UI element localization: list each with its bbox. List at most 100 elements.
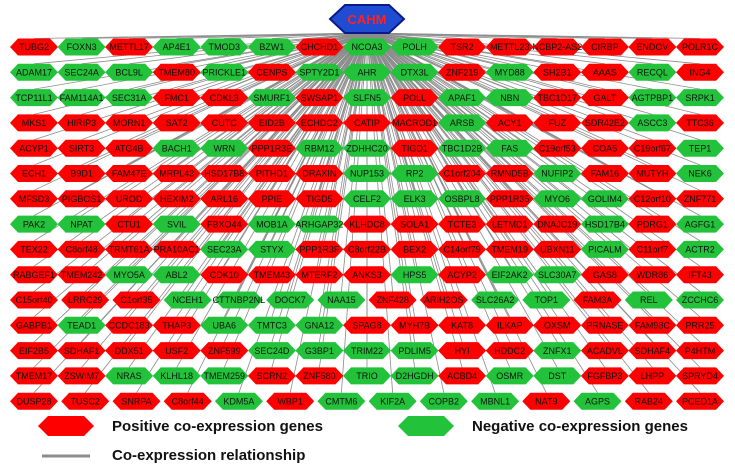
positive-gene-hexagon [343,215,391,233]
gene-label: CMTM6 [325,396,357,406]
gene-label: DST [548,371,567,381]
gene-node-mettl17: METTL17 [105,38,154,56]
gene-label: TSR2 [451,42,474,52]
gene-node-hddc2: HDDC2 [485,342,534,360]
gene-label: MYH7B [399,321,430,331]
gene-label: SLC26A2 [476,295,515,305]
coexpression-edge [366,32,463,343]
gene-node-c8orf22b: C8orf22B [343,240,391,258]
coexpression-edge [366,32,701,65]
gene-label: KLHDC8 [349,219,385,229]
positive-gene-hexagon [580,89,629,107]
coexpression-edge [319,32,368,368]
gene-label: SLFN5 [353,93,381,103]
negative-gene-hexagon [628,89,677,107]
gene-label: MBNL1 [480,396,510,406]
gene-label: PCED1A [682,396,718,406]
coexpression-edge [33,32,368,343]
positive-gene-hexagon [390,316,439,334]
gene-label: TRIM22 [351,346,383,356]
positive-gene-hexagon [676,63,724,81]
gene-node-pdrg1: PDRG1 [628,215,677,233]
coexpression-edge [319,32,368,216]
negative-gene-hexagon [295,215,344,233]
gene-node-eid2b: EID2B [247,114,296,132]
positive-gene-hexagon [676,266,724,284]
gene-node-wrn: WRN [200,139,249,157]
gene-node-golim4: GOLIM4 [580,190,629,208]
positive-gene-hexagon [485,114,534,132]
gene-label: HPS5 [403,270,427,280]
gene-node-aaas: AAAS [580,63,629,81]
gene-label: PRNASE [586,321,623,331]
gene-node-arl16: ARL16 [200,190,249,208]
gene-label: SDHAF1 [64,346,100,356]
gene-label: HIRIP3 [67,118,96,128]
gene-node-mks1: MKS1 [10,114,58,132]
gene-node-bach1: BACH1 [152,139,201,157]
gene-node-abl2: ABL2 [152,266,201,284]
gene-label: CIRBP [591,42,619,52]
gene-node-picalm: PICALM [580,240,629,258]
coexpression-edge [33,32,368,65]
gene-node-ncbp2-as2: NCBP2-AS2 [532,38,582,56]
negative-gene-hexagon [266,291,315,309]
positive-gene-hexagon [105,38,154,56]
gene-node-mbnl1: MBNL1 [471,392,520,410]
coexpression-edge [238,32,368,393]
gene-node-znfx1: ZNFX1 [533,342,582,360]
positive-gene-hexagon [676,316,724,334]
gene-label: AGFG1 [685,219,716,229]
gene-label: RABGEF1 [13,270,55,280]
gene-node-klhl18: KLHL18 [152,367,201,385]
gene-label: TRMT61A [109,245,150,255]
gene-node-mettl23: METTL23 [485,38,534,56]
coexpression-edge [366,32,701,343]
gene-node-cirbp: CIRBP [580,38,629,56]
gene-node-bcl9l: BCL9L [105,63,154,81]
gene-node-c12orf10: C12orf10 [628,190,677,208]
gene-label: KDM5A [223,396,254,406]
gene-node-tubg2: TUBG2 [10,38,58,56]
gene-label: C14orf79 [444,245,481,255]
gene-node-thap3: THAP3 [152,316,201,334]
gene-node-pra10ac1: PRA10AC1 [152,240,201,258]
gene-label: C19orf67 [634,143,671,153]
gene-label: FOXN3 [67,42,97,52]
positive-gene-hexagon [247,139,296,157]
gene-node-pithd1: PITHD1 [247,165,296,182]
positive-gene-hexagon [247,266,296,284]
negative-gene-hexagon [676,215,724,233]
gene-label: KLHL18 [160,371,193,381]
gene-label: TUBG2 [19,42,49,52]
gene-label: LETMD1 [492,219,528,229]
positive-gene-hexagon [580,38,629,56]
negative-gene-hexagon [438,89,487,107]
gene-node-rbm12: RBM12 [295,139,344,157]
gene-label: C12orf10 [634,194,671,204]
gene-node-mfsd3: MFSD3 [10,190,58,208]
gene-label: ZNF428 [376,295,409,305]
gene-label: TUSC2 [70,396,100,406]
positive-gene-hexagon [628,190,677,208]
negative-gene-hexagon [152,266,201,284]
gene-label: D2HGDH [396,371,434,381]
gene-node-rel: REL [624,291,673,309]
gene-node-oxsm: OXSM [533,316,582,334]
gene-label: RBM12 [304,143,334,153]
gene-node-lhpp: LHPP [628,367,677,385]
positive-gene-hexagon [485,38,534,56]
negative-gene-hexagon [390,38,439,56]
negative-gene-hexagon [676,291,724,309]
gene-node-polh: POLH [390,38,439,56]
gene-node-naa15: NAA15 [317,291,366,309]
positive-gene-hexagon [57,367,106,385]
gene-node-nufip2: NUFIP2 [533,165,582,182]
gene-node-copb2: COPB2 [419,392,468,410]
gene-node-lrrc29: LRRC29 [61,291,110,309]
gene-label: B9D1 [70,169,93,179]
gene-node-pdlim5: PDLIM5 [390,342,439,360]
positive-gene-hexagon [628,165,677,182]
